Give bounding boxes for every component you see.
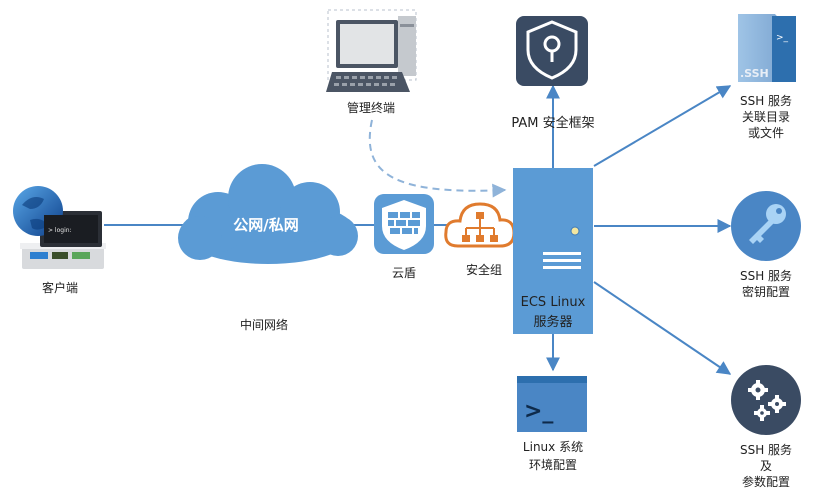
server-tower-icon <box>513 168 593 334</box>
ssh-dir-label-line1: SSH 服务 <box>740 93 792 108</box>
intermediate-network-label: 中间网络 <box>240 317 288 332</box>
ssh-file-ext: .SSH <box>740 67 769 80</box>
ssh-param-label-line2: 及 <box>760 459 772 473</box>
ecs-server-label-line2: 服务器 <box>533 314 572 330</box>
ssh-param-label-line1: SSH 服务 <box>740 442 792 457</box>
cloud-label: 公网/私网 <box>233 216 298 234</box>
pam-label: PAM 安全框架 <box>511 115 594 131</box>
cloud-shield-label: 云盾 <box>392 266 416 280</box>
key-icon <box>731 191 801 261</box>
linux-env-label-line2: 环境配置 <box>529 457 577 472</box>
ssh-param-label-line3: 参数配置 <box>742 474 790 489</box>
firewall-shield-icon <box>374 194 434 254</box>
gears-icon <box>731 365 801 435</box>
server-to-ssh-param-arrow <box>593 281 732 375</box>
management-to-server-dashed-arrow <box>368 119 507 198</box>
ssh-dir-label-line2: 关联目录 <box>742 110 790 124</box>
network-cloud-icon <box>444 202 516 248</box>
shield-lock-icon <box>516 16 588 86</box>
terminal-login-text: > login: <box>48 227 72 234</box>
ecs-server-label-line1: ECS Linux <box>521 295 586 310</box>
ssh-file-prompt: >_ <box>776 33 789 43</box>
management-terminal-label: 管理终端 <box>347 100 395 115</box>
client-label: 客户端 <box>42 280 78 295</box>
ssh-dir-label-line3: 或文件 <box>748 125 784 140</box>
ssh-key-label-line1: SSH 服务 <box>740 268 792 283</box>
linux-env-label-line1: Linux 系统 <box>523 440 583 454</box>
desktop-computer-icon <box>326 9 417 92</box>
security-group-label: 安全组 <box>466 262 502 277</box>
server-to-ssh-dir-arrow <box>593 85 732 167</box>
ssh-key-label-line2: 密钥配置 <box>742 284 790 299</box>
terminal-prompt-glyph: >_ <box>524 399 553 424</box>
laptop-globe-icon: > login: <box>13 186 106 269</box>
ssh-file-icon: >_ .SSH <box>738 14 796 82</box>
cloud-icon <box>178 164 358 264</box>
terminal-window-icon: >_ <box>517 376 587 432</box>
